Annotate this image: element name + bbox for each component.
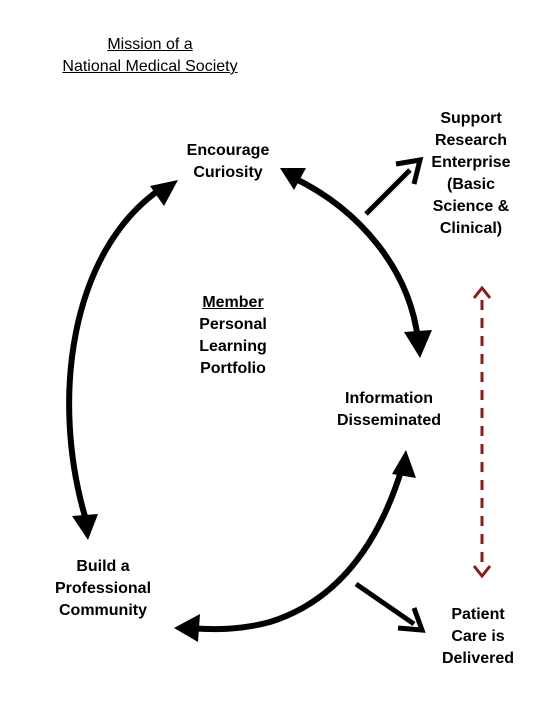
title-line-1: Mission of a — [107, 36, 193, 53]
node-build-line-3: Community — [59, 602, 147, 619]
node-support-line-6: Clinical) — [439, 220, 503, 237]
node-support-line-2: Research — [434, 132, 508, 149]
node-information-line-2: Disseminated — [336, 412, 442, 429]
node-support-line-3: Enterprise — [431, 154, 511, 171]
node-patient-line-2: Care is — [451, 628, 505, 645]
node-member-portfolio: Member Personal Learning Portfolio — [178, 292, 288, 380]
node-encourage-line-1: Encourage — [186, 142, 270, 159]
node-member-line-2: Personal — [199, 316, 267, 333]
dashed-arrowhead-bottom — [472, 565, 492, 579]
node-patient-line-1: Patient — [451, 606, 505, 623]
node-support-line-4: (Basic — [446, 176, 496, 193]
arrowhead-to-patient-care — [397, 607, 426, 633]
node-information-line-1: Information — [345, 390, 433, 407]
arrow-information-build — [189, 467, 405, 633]
node-member-line-3: Learning — [199, 338, 267, 355]
dashed-arrowhead-top — [472, 285, 492, 299]
arrowhead-to-build — [72, 514, 98, 540]
node-member-line-1: Member — [202, 294, 264, 311]
node-information-disseminated: Information Disseminated — [324, 388, 454, 432]
node-support-line-5: Science & — [432, 198, 510, 215]
title-line-2: National Medical Society — [62, 58, 238, 75]
arrowhead-to-support — [395, 156, 424, 185]
node-build-community: Build a Professional Community — [40, 556, 166, 622]
node-support-line-1: Support — [440, 110, 502, 127]
arrow-encourage-information — [292, 175, 421, 341]
node-patient-line-3: Delivered — [441, 650, 515, 667]
arrowhead-to-encourage — [150, 180, 178, 206]
arrow-to-patient-care — [354, 581, 416, 627]
arrowhead-to-information-bottom — [392, 450, 416, 478]
node-encourage-curiosity: Encourage Curiosity — [168, 140, 288, 184]
node-encourage-line-2: Curiosity — [193, 164, 263, 181]
arrowhead-to-information — [404, 330, 432, 358]
arrowhead-to-build-community — [174, 614, 200, 642]
diagram-title: Mission of a National Medical Society — [30, 34, 270, 78]
arrowhead-to-curiosity — [280, 168, 306, 190]
arrow-to-support — [364, 168, 412, 216]
node-support-research: Support Research Enterprise (Basic Scien… — [416, 108, 526, 240]
node-member-line-4: Portfolio — [200, 360, 266, 377]
node-patient-care: Patient Care is Delivered — [428, 604, 528, 670]
node-build-line-1: Build a — [76, 558, 130, 575]
arrow-build-encourage — [66, 185, 164, 521]
node-build-line-2: Professional — [54, 580, 152, 597]
